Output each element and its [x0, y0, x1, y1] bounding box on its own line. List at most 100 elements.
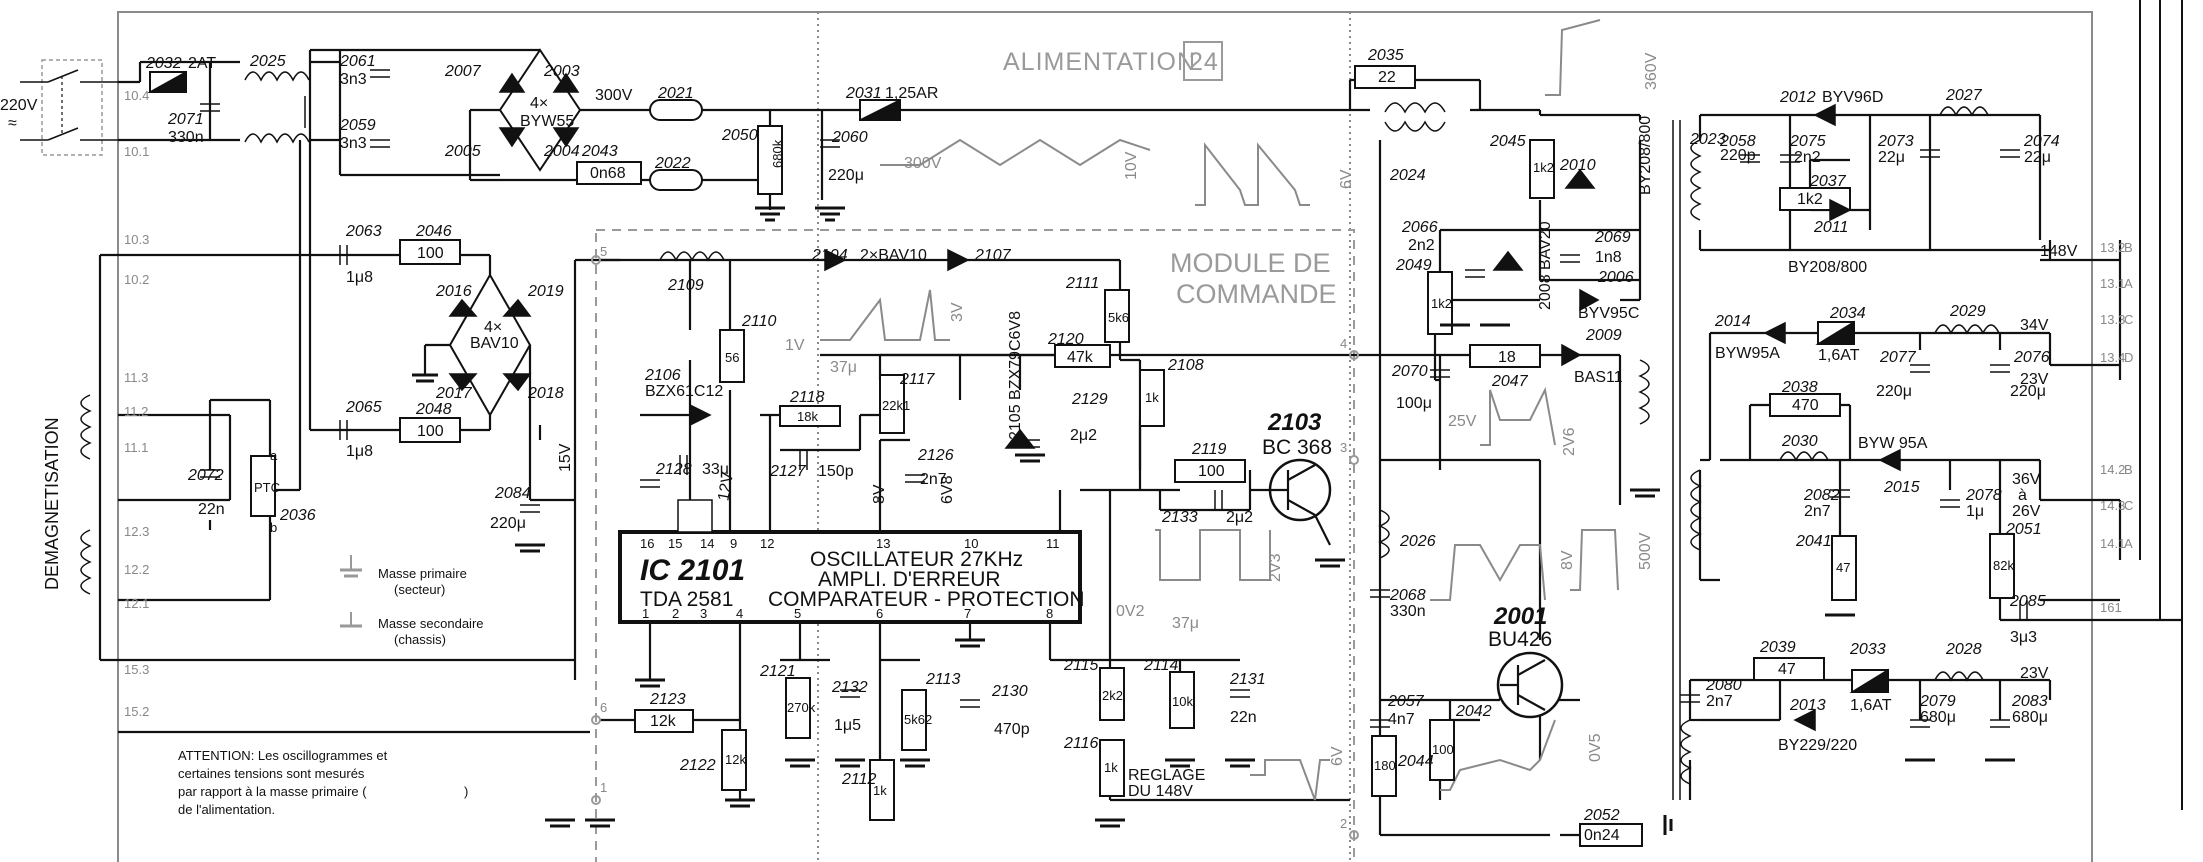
label-12: 14.1	[2100, 536, 2125, 551]
label-c2106v: BZX61C12	[645, 383, 723, 400]
label-c2035v: 22	[1378, 69, 1396, 86]
transistor-2001-type: BU426	[1488, 628, 1552, 651]
label-c2014v: BYW95A	[1715, 345, 1780, 362]
label-c2033: 2033	[1849, 641, 1886, 658]
label-c2113: 2113	[925, 671, 961, 688]
label-4: 13.3	[2100, 312, 2125, 327]
degauss-label: DEMAGNETISATION	[42, 417, 62, 590]
label-c2006: 2006	[1597, 269, 1634, 286]
label-c2027: 2027	[1945, 87, 1983, 104]
label-c2122: 2122	[679, 757, 716, 774]
label-c2123v: 12k	[650, 713, 677, 730]
transistor-2103	[1268, 458, 1332, 546]
label-c2070: 2070	[1391, 363, 1428, 380]
ic-ref: IC 2101	[640, 554, 745, 587]
label-c2108v: 1k	[1145, 390, 1159, 405]
label-c2009v: BAS11	[1574, 369, 1623, 386]
left-connectors: 10.4 10.1 10.3 10.2 11.3 11.2 11.1 12.3 …	[124, 88, 149, 719]
label-c2025: 2025	[249, 53, 286, 70]
diodes	[448, 72, 1901, 732]
label-c2112v: 1k	[873, 783, 887, 798]
label-c2012v: BYV96D	[1822, 89, 1883, 106]
label-3: 6	[600, 700, 607, 715]
label-5: C	[2124, 312, 2133, 327]
label-l2: certaines tensions sont mesurés	[178, 766, 365, 781]
label-w10: 10V	[1123, 151, 1140, 180]
label-c2078v: 1μ	[1966, 503, 1984, 520]
label-c2107: 2107	[974, 247, 1012, 264]
label-l1: ATTENTION: Les oscillogrammes et	[178, 748, 388, 763]
label-c2131: 2131	[1229, 671, 1266, 688]
mains-switch: 220V ≈	[0, 59, 118, 156]
label-c2052: 2052	[1583, 807, 1620, 824]
label-v12: 12V	[715, 471, 737, 502]
label-c2108: 2108	[1167, 357, 1204, 374]
label-w360: 360V	[1643, 52, 1660, 90]
label-c2121v: 270k	[787, 700, 816, 715]
label-v6v8: 6V8	[939, 475, 956, 504]
label-c2046v: 100	[417, 245, 444, 262]
label-c2063: 2063	[345, 223, 382, 240]
label-c2017: 2017	[435, 385, 473, 402]
label-secondary2: (chassis)	[394, 632, 446, 647]
label-c2123: 2123	[649, 691, 686, 708]
label-c2035: 2035	[1367, 47, 1404, 64]
label-c2050v: 680k	[770, 139, 785, 168]
label-0: 1	[642, 606, 649, 621]
label-c2049v: 1k2	[1431, 296, 1452, 311]
label-c2048v: 100	[417, 423, 444, 440]
label-10: 14.3	[2100, 498, 2125, 513]
label-1: 10.1	[124, 144, 149, 159]
label-c2042v: 100	[1432, 742, 1454, 757]
label-c2034: 2034	[1829, 305, 1866, 322]
label-secondary1: Masse secondaire	[378, 616, 484, 631]
label-c2072v: 22n	[198, 501, 225, 518]
label-7: D	[2124, 350, 2133, 365]
label-c2044v: 180	[1374, 758, 1396, 773]
label-c2126: 2126	[917, 447, 954, 464]
ic-2101	[618, 499, 1082, 624]
page-number-box	[1183, 41, 1223, 81]
label-c2049: 2049	[1395, 257, 1432, 274]
label-c2039: 2039	[1759, 639, 1796, 656]
label-10: 15.3	[124, 662, 149, 677]
label-c2074: 2074	[2023, 133, 2060, 150]
label-c2021: 2021	[657, 85, 694, 102]
label-1: B	[2124, 240, 2133, 255]
label-w37b: 37μ	[1172, 615, 1199, 632]
label-c2104v: 2×BAV10	[860, 247, 927, 264]
label-7: 12.3	[124, 524, 149, 539]
label-c2115: 2115	[1063, 657, 1099, 674]
label-c2111v: 5k6	[1108, 310, 1129, 325]
label-c2071v: 330n	[168, 129, 204, 146]
label-c2037: 2037	[1809, 173, 1847, 190]
label-v26: 26V	[2012, 503, 2041, 520]
label-c2118: 2118	[789, 389, 825, 406]
label-5: 13	[876, 536, 890, 551]
label-2: 13.1	[2100, 276, 2125, 291]
label-c2016: 2016	[435, 283, 472, 300]
label-c2037v: 1k2	[1797, 191, 1823, 208]
label-c2031v: 1,25AR	[885, 85, 938, 102]
label-c2132: 2132	[831, 679, 868, 696]
label-c2015: 2015	[1883, 479, 1920, 496]
label-c2041: 2041	[1795, 533, 1832, 550]
label-c2039v: 47	[1778, 661, 1796, 678]
label-c2106: 2106	[644, 367, 681, 384]
label-c2104: 2104	[811, 247, 848, 264]
labels: 2032 2AT 2025 2071 330n 2061 3n3 2059 3n…	[145, 47, 2078, 824]
label-2: 3	[1340, 440, 1347, 455]
label-c2079: 2079	[1919, 693, 1956, 710]
label-c2075: 2075	[1789, 133, 1826, 150]
label-c2117: 2117	[899, 371, 936, 388]
label-reg2: DU 148V	[1128, 783, 1193, 800]
label-c2038v: 470	[1792, 397, 1819, 414]
label-c2082v: 2n7	[1804, 503, 1831, 520]
label-7: 11	[1046, 536, 1060, 551]
label-c2012: 2012	[1779, 89, 1816, 106]
label-c2043: 2043	[581, 143, 618, 160]
label-w300: 300V	[904, 155, 942, 172]
label-1: 15	[668, 536, 682, 551]
label-type: BYW55	[520, 113, 574, 130]
label-3: 4	[736, 606, 743, 621]
